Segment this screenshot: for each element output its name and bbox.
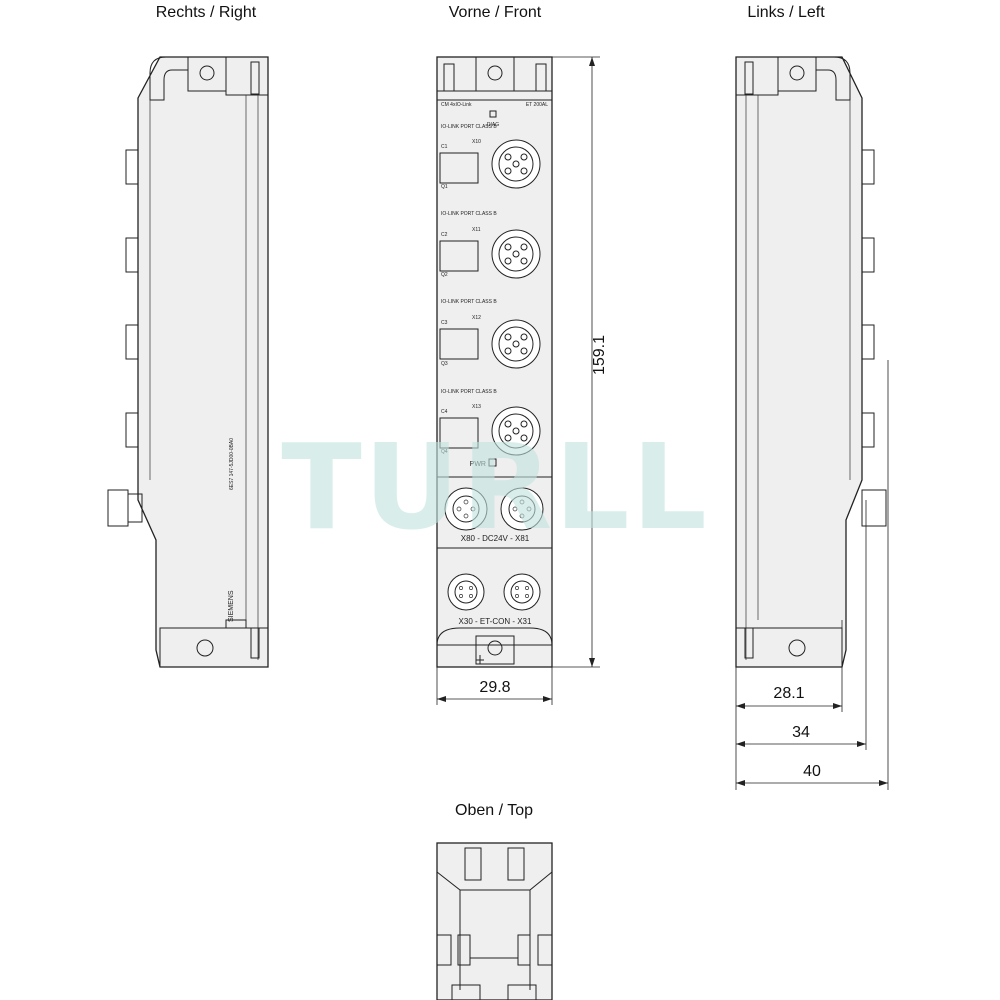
left-view	[735, 56, 887, 668]
diag-led	[489, 110, 497, 118]
port-c-label: C2	[441, 232, 448, 238]
io-link-port-x11: IO-LINK PORT CLASS B X11 C2 Q2	[439, 211, 541, 279]
pwr-label: PWR	[470, 461, 486, 468]
bus-connector-label: X30 - ET-CON - X31	[459, 617, 532, 626]
view-title-right: Rechts / Right	[156, 4, 257, 21]
width-dimension: 29.8	[436, 667, 553, 705]
port-q-label: Q1	[441, 184, 448, 190]
module-name-label: CM 4xIO-Link	[441, 102, 472, 108]
series-label: ET 200AL	[526, 102, 548, 108]
port-c-label: C3	[441, 320, 448, 326]
port-q-label: Q2	[441, 272, 448, 278]
depth-value-3: 40	[803, 763, 821, 780]
view-title-top: Oben / Top	[455, 802, 533, 819]
view-title-front: Vorne / Front	[449, 4, 542, 21]
power-connectors: X80 - DC24V - X81	[444, 487, 544, 543]
depth-value-1: 28.1	[773, 685, 804, 702]
order-number-label: 6ES7 147-5JD00-0BA0	[229, 438, 235, 490]
io-link-port-x12: IO-LINK PORT CLASS B X12 C3 Q3	[439, 299, 541, 369]
depth-value-2: 34	[792, 724, 810, 741]
port-connector-label: X12	[472, 315, 481, 321]
brand-label: SIEMENS	[228, 590, 235, 622]
port-connector-label: X10	[472, 139, 481, 145]
port-c-label: C1	[441, 144, 448, 150]
top-view	[436, 842, 553, 1000]
watermark: TURLL	[281, 418, 709, 556]
bus-connectors: X30 - ET-CON - X31	[447, 573, 541, 626]
port-q-label: Q3	[441, 361, 448, 367]
depth-dimensions: 28.1 34 40	[735, 360, 889, 790]
port-class-label: IO-LINK PORT CLASS B	[441, 124, 497, 130]
port-connector-label: X11	[472, 227, 481, 233]
height-value: 159.1	[591, 335, 608, 375]
width-value: 29.8	[479, 679, 510, 696]
diag-label: DIAG	[487, 122, 499, 128]
port-class-label: IO-LINK PORT CLASS B	[441, 389, 497, 395]
port-c-label: C4	[441, 409, 448, 415]
right-view: 6ES7 147-5JD00-0BA0 SIEMENS	[107, 56, 269, 668]
port-connector-label: X13	[472, 404, 481, 410]
view-title-left: Links / Left	[747, 4, 825, 21]
io-link-port-x13: IO-LINK PORT CLASS B X13 C4 Q4	[439, 389, 541, 456]
pwr-led	[488, 458, 497, 467]
io-link-port-x10: IO-LINK PORT CLASS B X10 C1 Q1	[439, 124, 541, 190]
port-class-label: IO-LINK PORT CLASS B	[441, 211, 497, 217]
port-q-label: Q4	[441, 449, 448, 455]
port-class-label: IO-LINK PORT CLASS B	[441, 299, 497, 305]
power-connector-label: X80 - DC24V - X81	[461, 534, 530, 543]
height-dimension: 159.1	[552, 56, 608, 668]
front-view: CM 4xIO-Link ET 200AL DIAG IO-LINK PORT …	[436, 56, 553, 668]
